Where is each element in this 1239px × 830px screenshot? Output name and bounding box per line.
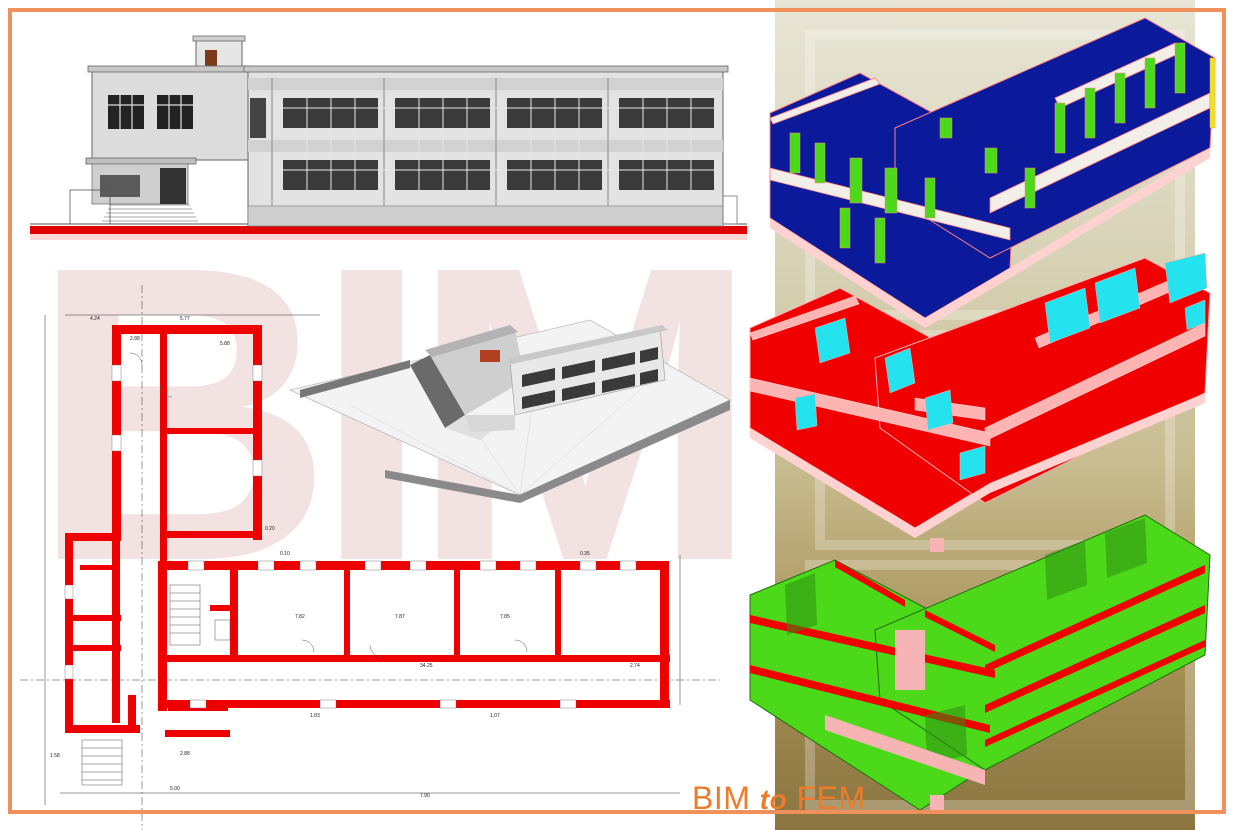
svg-text:1.58: 1.58: [50, 753, 60, 759]
svg-text:4.24: 4.24: [90, 316, 100, 322]
svg-text:2.74: 2.74: [630, 663, 640, 669]
caption-fem: FEM: [796, 780, 866, 816]
front-elevation-drawing: [30, 35, 747, 240]
svg-text:0.20: 0.20: [265, 526, 275, 532]
svg-text:5.77: 5.77: [180, 316, 190, 322]
bim-to-fem-caption: BIM to FEM: [692, 780, 866, 817]
svg-text:34.25: 34.25: [420, 663, 433, 669]
fem-model-blue-green: [769, 17, 1216, 328]
3d-perspective-render: [288, 319, 731, 503]
fem-model-red-cyan: [749, 252, 1211, 552]
svg-text:5.00: 5.00: [170, 786, 180, 792]
svg-text:0.10: 0.10: [280, 551, 290, 557]
svg-text:2.88: 2.88: [130, 336, 140, 342]
svg-text:7.90: 7.90: [420, 793, 430, 799]
svg-text:7.87: 7.87: [395, 614, 405, 620]
svg-text:5.88: 5.88: [220, 341, 230, 347]
poster-frame: [8, 8, 1226, 814]
floor-plan-drawing: 7.82 7.87 7.85 5.88 2.88 34.25 2.74 1.83 1.0…: [20, 285, 720, 830]
svg-text:2.88: 2.88: [180, 751, 190, 757]
svg-text:0.35: 0.35: [580, 551, 590, 557]
svg-text:7.85: 7.85: [500, 614, 510, 620]
caption-to: to: [759, 784, 788, 815]
fem-model-green-red: [749, 514, 1211, 811]
svg-text:1.07: 1.07: [490, 713, 500, 719]
svg-text:7.82: 7.82: [295, 614, 305, 620]
caption-bim: BIM: [692, 780, 751, 816]
svg-text:1.83: 1.83: [310, 713, 320, 719]
